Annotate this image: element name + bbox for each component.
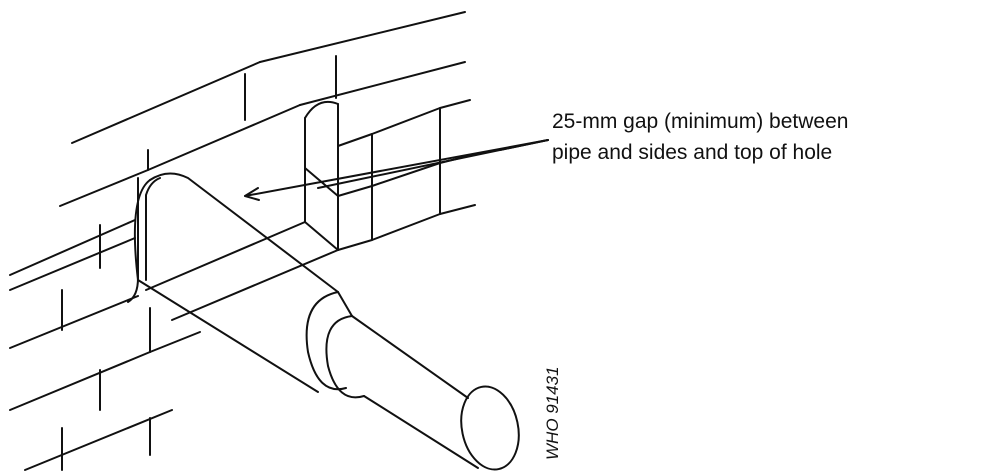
pipe-top-edge: [149, 172, 339, 293]
brick-wall: [9, 11, 481, 471]
pipe-bottom-edge: [137, 279, 319, 393]
wall-course-line: [149, 331, 201, 353]
leader-line: [244, 139, 549, 197]
figure-id: WHO 91431: [543, 366, 562, 460]
wall-course-line: [9, 219, 136, 276]
pipe-collar-top: [337, 291, 353, 317]
pipe-collar-front: [325, 315, 365, 399]
wall-course-line: [71, 61, 261, 144]
opening-top-reveal: [304, 100, 339, 119]
callout-text: 25-mm gap (minimum) between pipe and sid…: [552, 106, 982, 168]
opening-floor-line: [145, 221, 306, 291]
wall-course-line: [9, 237, 136, 291]
opening-left-reveal: [145, 177, 161, 281]
pipe-open-end: [460, 385, 520, 471]
opening-right-floor: [304, 221, 339, 251]
wall-course-line: [299, 61, 466, 106]
callout-leaders: [244, 139, 549, 201]
callout-line-1: 25-mm gap (minimum) between: [552, 110, 849, 133]
pipe: [133, 172, 520, 471]
wall-course-line: [337, 99, 471, 147]
wall-course-line: [59, 104, 301, 207]
pipe-collar-back: [305, 291, 347, 391]
leader-line: [499, 139, 549, 151]
callout-line-2: pipe and sides and top of hole: [552, 141, 833, 164]
narrow-pipe-top: [351, 315, 469, 399]
wall-course-line: [337, 204, 476, 251]
narrow-pipe-bottom: [363, 395, 479, 469]
wall-course-line: [9, 351, 151, 411]
opening-floor-front: [171, 249, 339, 321]
leader-arrow-head: [244, 187, 260, 201]
wall-course-line: [259, 11, 466, 63]
wall-course-line: [24, 409, 173, 471]
pipe-end-cap: [133, 179, 151, 281]
wall-course-line: [9, 295, 139, 349]
